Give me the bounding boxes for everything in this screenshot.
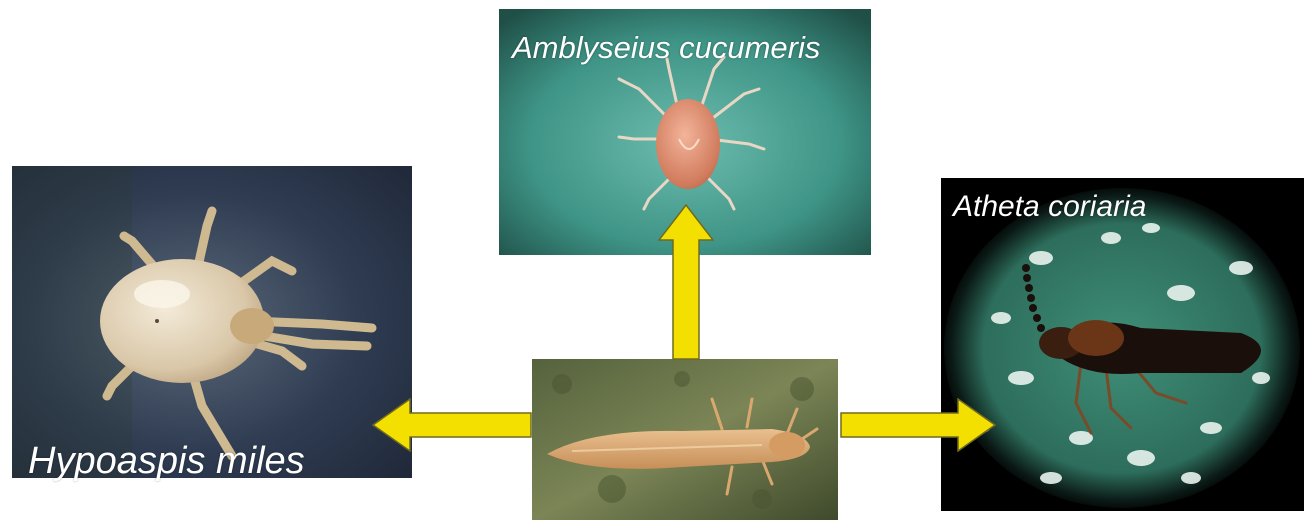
amblyseius-cucumeris-caption: Amblyseius cucumeris bbox=[512, 30, 820, 66]
atheta-coriaria-caption: Atheta coriaria bbox=[953, 190, 1146, 224]
atheta-coriaria-photo bbox=[941, 178, 1304, 511]
arrow-right-icon bbox=[840, 398, 996, 452]
arrow-up-icon bbox=[658, 204, 714, 360]
hypoaspis-miles-photo bbox=[12, 166, 412, 478]
thrips-photo bbox=[532, 359, 838, 520]
hypoaspis-miles-caption: Hypoaspis miles bbox=[28, 440, 305, 483]
arrow-left-icon bbox=[372, 398, 532, 452]
